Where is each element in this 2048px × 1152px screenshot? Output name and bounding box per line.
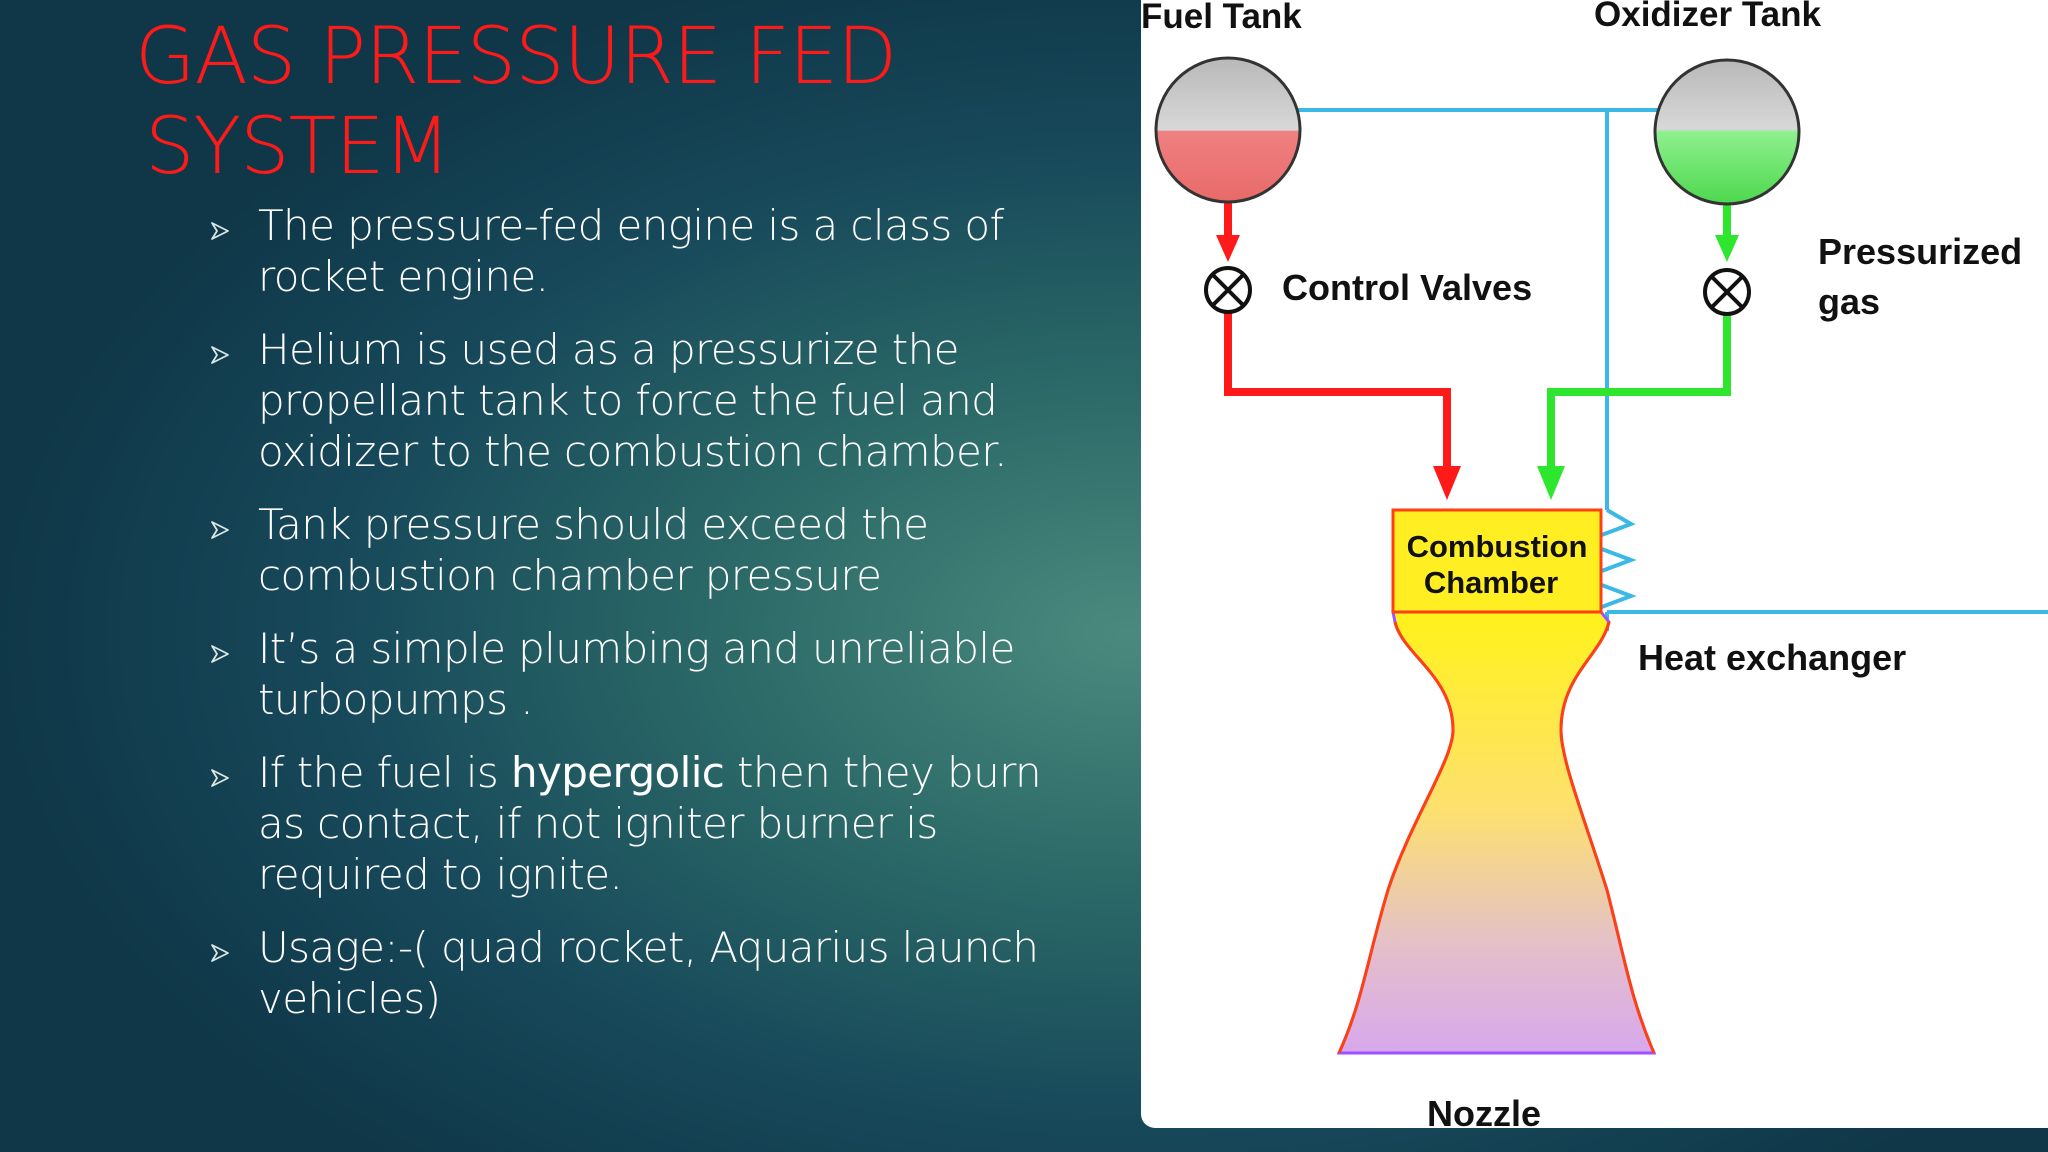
bullet-item: It’s a simple plumbing and unreliable tu…: [210, 623, 1080, 725]
nozzle-label: Nozzle: [1427, 1093, 1541, 1128]
oxidizer-valve-icon: [1703, 268, 1751, 316]
pressure-fed-diagram: Fuel Tank Oxidizer Tank Control Valves P…: [1141, 0, 2048, 1128]
arrow-bullet-icon: [211, 769, 229, 787]
fuel-valve-icon: [1204, 266, 1252, 314]
oxidizer-tank-sphere: [1653, 58, 1801, 206]
bullet-text: The pressure-fed engine is a class of ro…: [258, 201, 1004, 301]
bullet-list: The pressure-fed engine is a class of ro…: [210, 200, 1080, 1046]
bullet-item: Tank pressure should exceed the combusti…: [210, 499, 1080, 601]
fuel-arrow-head: [1216, 235, 1240, 262]
bullet-text: Helium is used as a pressurize the prope…: [258, 325, 1007, 476]
diagram-svg: Fuel Tank Oxidizer Tank Control Valves P…: [1141, 0, 2048, 1128]
arrow-bullet-icon: [211, 346, 229, 364]
combustion-label-1: Combustion: [1407, 529, 1588, 564]
title-line-2: SYSTEM: [145, 102, 451, 192]
bullet-text-post: then they burn as contact, if not ignite…: [258, 748, 1042, 899]
control-valves-label: Control Valves: [1282, 267, 1532, 308]
pressurized-gas-label-1: Pressurized: [1818, 231, 2022, 272]
bullet-text-pre: If the fuel is: [258, 748, 511, 797]
combustion-label-2: Chamber: [1424, 565, 1558, 600]
nozzle-shape: [1336, 610, 1657, 1055]
oxidizer-chamber-arrow-head: [1537, 466, 1565, 500]
fuel-line: [1224, 200, 1451, 470]
bullet-item: The pressure-fed engine is a class of ro…: [210, 200, 1080, 302]
bullet-item: Usage:-( quad rocket, Aquarius launch ve…: [210, 922, 1080, 1024]
bullet-text: It’s a simple plumbing and unreliable tu…: [258, 624, 1015, 724]
slide-title: GAS PRESSURE FED SYSTEM: [135, 12, 1135, 192]
arrow-bullet-icon: [211, 521, 229, 539]
fuel-tank-label: Fuel Tank: [1141, 0, 1302, 36]
bullet-item: If the fuel is hypergolic then they burn…: [210, 747, 1080, 900]
heat-exchanger-label: Heat exchanger: [1638, 637, 1906, 678]
fuel-tank-sphere: [1154, 56, 1302, 204]
arrow-bullet-icon: [211, 222, 229, 240]
pressurized-gas-label-2: gas: [1818, 281, 1880, 322]
arrow-bullet-icon: [211, 645, 229, 663]
oxidizer-line: [1547, 205, 1731, 470]
bullet-item: Helium is used as a pressurize the prope…: [210, 324, 1080, 477]
hypergolic-term: hypergolic: [510, 748, 725, 797]
bullet-text: Tank pressure should exceed the combusti…: [258, 500, 929, 600]
combustion-chamber-box: [1391, 508, 1603, 614]
oxidizer-arrow-head: [1715, 235, 1739, 262]
fuel-chamber-arrow-head: [1433, 466, 1461, 500]
oxidizer-tank-label: Oxidizer Tank: [1594, 0, 1821, 34]
arrow-bullet-icon: [211, 944, 229, 962]
title-line-1: GAS PRESSURE FED: [135, 12, 897, 102]
bullet-text: Usage:-( quad rocket, Aquarius launch ve…: [258, 923, 1039, 1023]
